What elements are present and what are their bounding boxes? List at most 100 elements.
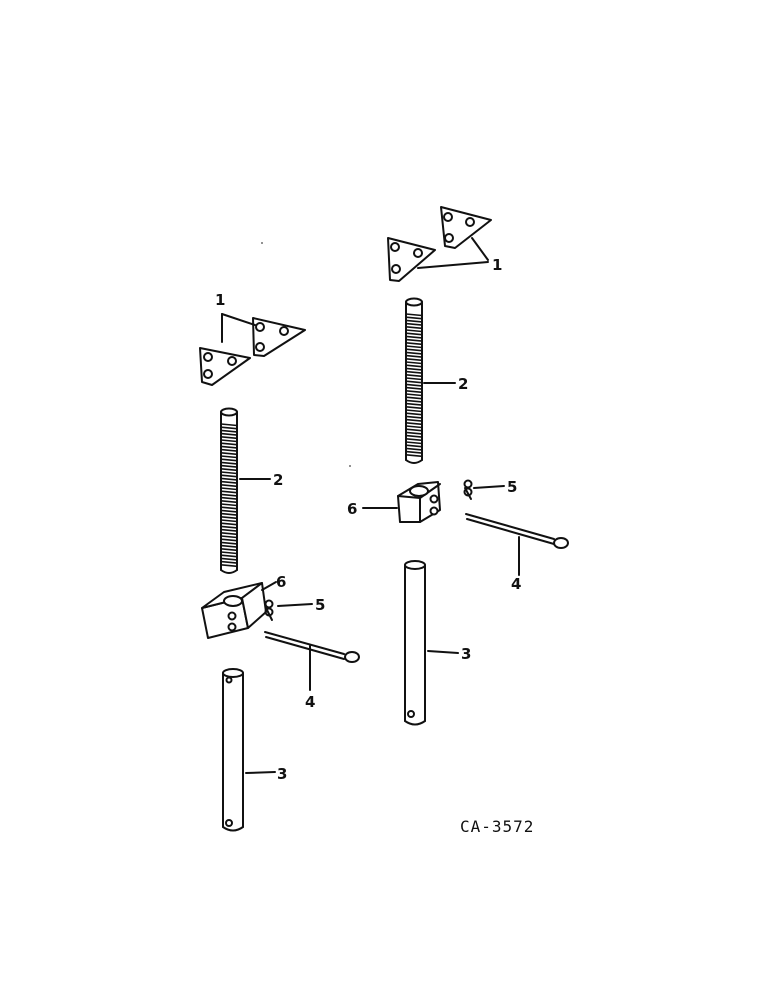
thread-line <box>405 377 423 381</box>
right-callout-plates: 1 <box>492 256 502 274</box>
thread-line <box>405 415 423 419</box>
thread-line <box>220 471 238 475</box>
thread-line <box>220 532 238 536</box>
thread-line <box>220 448 238 452</box>
right-assembly: 1 2 6 5 4 3 <box>347 206 569 726</box>
thread-line <box>220 452 238 456</box>
thread-line <box>405 434 423 438</box>
figure-id-label: CA-3572 <box>460 817 534 836</box>
right-clamp-block <box>397 481 441 523</box>
thread-line <box>405 402 423 406</box>
thread-line <box>220 544 238 548</box>
thread-line <box>220 426 238 430</box>
thread-line <box>405 338 423 342</box>
right-leaders <box>362 237 520 654</box>
left-callout-clip: 5 <box>315 596 325 614</box>
speck <box>349 465 351 467</box>
thread-line <box>405 342 423 346</box>
thread-line <box>405 390 423 394</box>
left-threaded-rod <box>220 407 238 574</box>
right-hairpin-clip <box>463 479 473 500</box>
thread-line <box>405 322 423 326</box>
thread-line <box>220 557 238 561</box>
thread-line <box>220 528 238 532</box>
thread-line <box>405 428 423 432</box>
thread-line <box>220 442 238 446</box>
thread-line <box>220 493 238 497</box>
left-rod-threads <box>220 423 238 568</box>
thread-line <box>405 447 423 451</box>
left-pin <box>264 631 360 663</box>
thread-line <box>405 406 423 410</box>
thread-line <box>405 358 423 362</box>
thread-line <box>405 450 423 454</box>
thread-line <box>220 480 238 484</box>
thread-line <box>220 429 238 433</box>
thread-line <box>405 393 423 397</box>
thread-line <box>220 503 238 507</box>
thread-line <box>405 374 423 378</box>
right-rod-threads <box>405 313 423 458</box>
thread-line <box>405 438 423 442</box>
right-tube <box>404 560 426 726</box>
speck <box>261 242 263 244</box>
thread-line <box>220 455 238 459</box>
thread-line <box>220 461 238 465</box>
left-callout-plates: 1 <box>215 291 225 309</box>
left-mounting-plate-front <box>199 347 251 386</box>
left-callout-tube: 3 <box>277 765 287 783</box>
thread-line <box>220 458 238 462</box>
thread-line <box>405 409 423 413</box>
thread-line <box>405 329 423 333</box>
thread-line <box>405 370 423 374</box>
thread-line <box>405 425 423 429</box>
right-callout-clip: 5 <box>507 478 517 496</box>
thread-line <box>220 500 238 504</box>
left-tube <box>222 668 244 832</box>
right-threaded-rod <box>405 297 423 464</box>
thread-line <box>405 348 423 352</box>
thread-line <box>405 332 423 336</box>
thread-line <box>220 445 238 449</box>
thread-line <box>405 345 423 349</box>
thread-line <box>405 354 423 358</box>
thread-line <box>220 423 238 427</box>
thread-line <box>405 399 423 403</box>
thread-line <box>405 386 423 390</box>
thread-line <box>220 436 238 440</box>
thread-line <box>405 380 423 384</box>
thread-line <box>405 326 423 330</box>
thread-line <box>405 313 423 317</box>
left-mounting-plate-rear <box>252 317 306 357</box>
thread-line <box>220 554 238 558</box>
thread-line <box>220 432 238 436</box>
thread-line <box>405 454 423 458</box>
thread-line <box>220 490 238 494</box>
thread-line <box>220 509 238 513</box>
thread-line <box>405 316 423 320</box>
thread-line <box>220 522 238 526</box>
right-callout-pin: 4 <box>511 575 521 593</box>
left-leaders <box>221 313 313 774</box>
thread-line <box>405 367 423 371</box>
thread-line <box>405 431 423 435</box>
thread-line <box>405 444 423 448</box>
thread-line <box>220 496 238 500</box>
left-assembly: 1 2 6 5 4 3 <box>199 291 360 832</box>
thread-line <box>220 548 238 552</box>
thread-line <box>405 396 423 400</box>
thread-line <box>220 464 238 468</box>
thread-line <box>220 487 238 491</box>
thread-line <box>220 564 238 568</box>
thread-line <box>220 439 238 443</box>
right-pin <box>465 513 569 549</box>
left-clamp-block <box>201 582 267 639</box>
thread-line <box>220 468 238 472</box>
thread-line <box>220 525 238 529</box>
right-callout-block: 6 <box>347 500 357 518</box>
thread-line <box>220 551 238 555</box>
thread-line <box>405 364 423 368</box>
thread-line <box>220 477 238 481</box>
thread-line <box>220 560 238 564</box>
